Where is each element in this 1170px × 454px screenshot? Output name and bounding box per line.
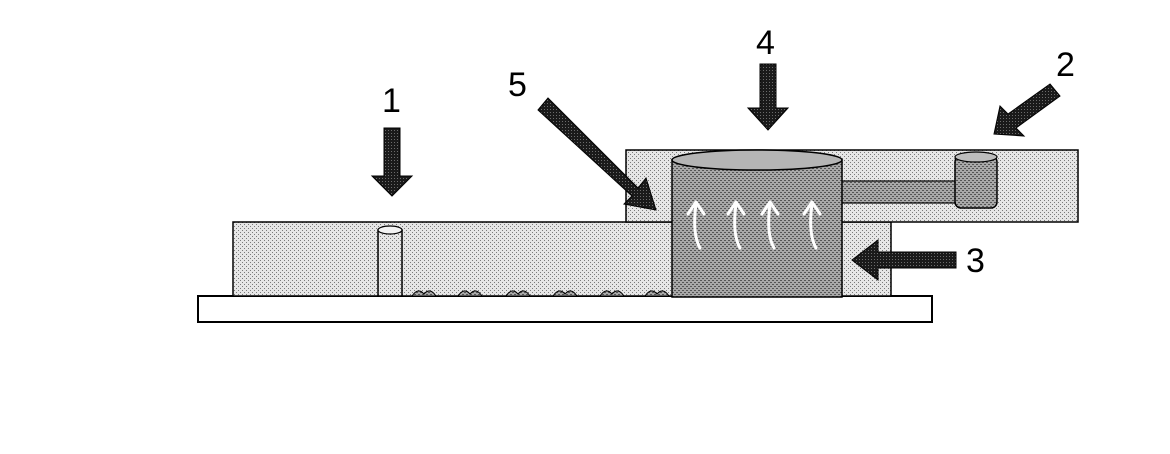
label-3: 3 [966, 242, 985, 280]
outlet-port [954, 151, 998, 209]
pointer-arrow-5 [537, 97, 657, 211]
substrate-slide [197, 295, 933, 323]
pointer-arrow-4 [746, 63, 790, 131]
pointer-arrow-1 [370, 127, 414, 197]
pointer-arrow-2 [993, 83, 1061, 137]
flow-arrow-icon [760, 200, 780, 250]
flow-arrow-icon [686, 200, 706, 250]
central-chamber [671, 149, 843, 298]
surface-deposits [411, 290, 670, 297]
upper-channel [839, 180, 971, 204]
inlet-port [377, 225, 403, 297]
label-2: 2 [1056, 46, 1075, 84]
pointer-arrow-3 [851, 238, 957, 282]
flow-arrow-icon [726, 200, 746, 250]
flow-arrow-icon [802, 200, 822, 250]
label-4: 4 [756, 24, 775, 62]
label-5: 5 [508, 66, 527, 104]
flow-arrows [686, 200, 822, 250]
label-1: 1 [382, 82, 401, 120]
